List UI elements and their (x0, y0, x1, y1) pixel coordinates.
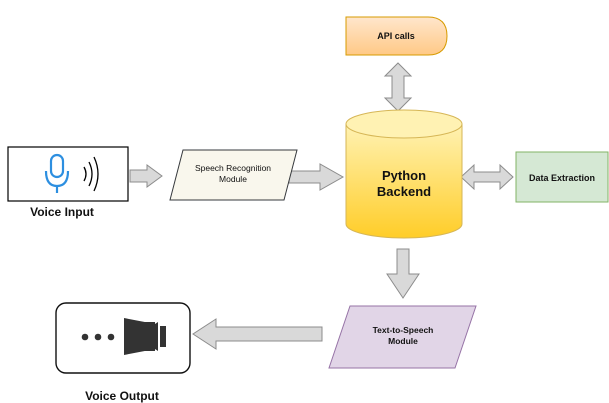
arrow-tts-to-output (192, 318, 323, 350)
text-to-speech-label-line2: Module (388, 336, 418, 346)
api-calls-label: API calls (377, 31, 415, 41)
speaker-icon (124, 318, 166, 355)
voice-output-node (55, 302, 191, 374)
python-backend-label-line1: Python (382, 168, 426, 183)
arrow-api-backend (383, 62, 413, 112)
microphone-icon (44, 153, 70, 193)
sound-waves-icon (83, 156, 99, 192)
python-backend-node: Python Backend (345, 109, 463, 239)
voice-input-node (7, 146, 129, 202)
arrow-recognition-to-backend (288, 163, 345, 191)
python-backend-label-line2: Backend (377, 184, 431, 199)
voice-output-label: Voice Output (85, 389, 159, 403)
arrow-input-to-recognition (129, 164, 163, 188)
data-extraction-node: Data Extraction (515, 151, 609, 203)
arrow-backend-to-tts (386, 248, 420, 299)
api-calls-node: API calls (345, 16, 448, 56)
voice-input-label: Voice Input (30, 205, 94, 219)
speech-recognition-label-line1: Speech Recognition (195, 163, 271, 173)
data-extraction-label: Data Extraction (529, 173, 595, 183)
arrow-backend-data (460, 163, 514, 191)
speech-recognition-node: Speech Recognition Module (169, 149, 298, 201)
ellipsis-icon (81, 333, 115, 341)
text-to-speech-label-line1: Text-to-Speech (373, 325, 434, 335)
speech-recognition-label-line2: Module (219, 174, 247, 184)
text-to-speech-node: Text-to-Speech Module (328, 305, 477, 369)
